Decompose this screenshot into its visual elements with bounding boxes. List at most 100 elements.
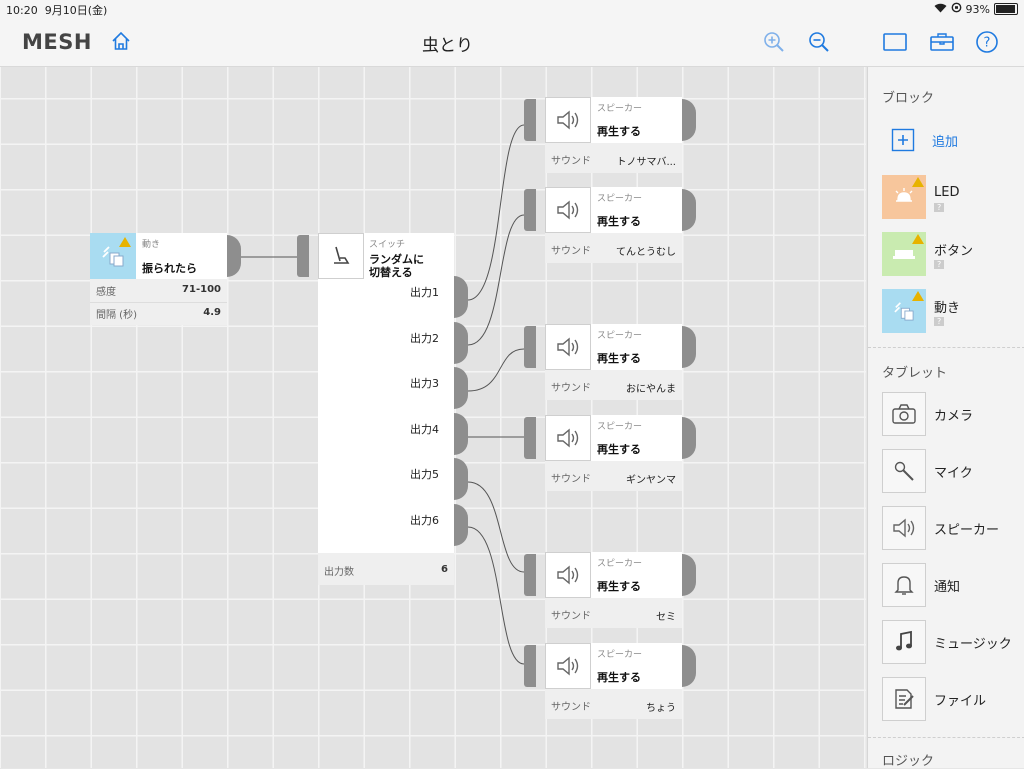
block-action: 再生する xyxy=(597,580,641,593)
sidebar-item-led[interactable]: LED ? xyxy=(882,175,959,219)
sidebar-item-speaker[interactable]: スピーカー xyxy=(882,506,999,550)
zoom-in-icon[interactable] xyxy=(762,30,786,58)
block-action: 再生する xyxy=(597,671,641,684)
panel-toggle-icon[interactable] xyxy=(882,31,908,57)
warning-icon xyxy=(912,234,924,244)
input-port[interactable] xyxy=(524,417,536,459)
divider xyxy=(868,347,1024,348)
recipe-canvas[interactable]: 動き 振られたら 感度 71-100 間隔 (秒) 4.9 スイッチ ランダムに… xyxy=(0,67,866,768)
switch-output-port-6[interactable] xyxy=(454,504,468,546)
svg-text:?: ? xyxy=(984,36,991,51)
plus-icon xyxy=(882,125,924,155)
input-port[interactable] xyxy=(524,554,536,596)
property-sensitivity[interactable]: 感度 71-100 xyxy=(90,279,227,303)
block-action: 再生する xyxy=(597,125,641,138)
battery-icon xyxy=(994,3,1018,15)
switch-output-port-4[interactable] xyxy=(454,413,468,455)
toolbox-icon[interactable] xyxy=(929,31,955,57)
file-icon xyxy=(882,677,926,721)
switch-output-label: 出力5 xyxy=(410,468,439,481)
property-sound[interactable]: サウンドおにやんま xyxy=(545,370,682,400)
navigation-bar: MESH 虫とり ? xyxy=(0,18,1024,67)
block-action-line1: ランダムに xyxy=(369,253,424,266)
sidebar-item-microphone[interactable]: マイク xyxy=(882,449,973,493)
switch-output-port-1[interactable] xyxy=(454,276,468,318)
property-sound[interactable]: サウンドセミ xyxy=(545,598,682,628)
sidebar-item-button[interactable]: ボタン ? xyxy=(882,232,973,276)
block-action: 再生する xyxy=(597,352,641,365)
block-palette: ブロック 追加 LED ? ボタン ? 動き ? タブレット カメラマイクスピー… xyxy=(867,67,1024,769)
sidebar-item-motion[interactable]: 動き ? xyxy=(882,289,960,333)
motion-icon xyxy=(882,289,926,333)
help-icon[interactable]: ? xyxy=(975,30,999,58)
battery-percent: 93% xyxy=(965,2,990,16)
warning-icon xyxy=(912,177,924,187)
property-interval[interactable]: 間隔 (秒) 4.9 xyxy=(90,303,227,325)
sidebar-item-bell[interactable]: 通知 xyxy=(882,563,960,607)
block-category: 動き xyxy=(142,240,161,250)
switch-output-port-3[interactable] xyxy=(454,367,468,409)
switch-output-label: 出力1 xyxy=(410,286,439,299)
page-title: 虫とり xyxy=(422,36,473,56)
output-port[interactable] xyxy=(682,326,696,368)
warning-icon xyxy=(912,291,924,301)
switch-output-label: 出力4 xyxy=(410,423,439,436)
warning-icon xyxy=(119,237,131,247)
block-category: スピーカー xyxy=(597,331,643,341)
camera-icon xyxy=(882,392,926,436)
block-category: スピーカー xyxy=(597,194,643,204)
input-port[interactable] xyxy=(524,189,536,231)
output-port[interactable] xyxy=(682,99,696,141)
switch-output-port-2[interactable] xyxy=(454,322,468,364)
speaker-icon xyxy=(545,552,591,598)
connection-wires xyxy=(240,124,525,665)
add-block-button[interactable]: 追加 xyxy=(882,125,958,155)
microphone-icon xyxy=(882,449,926,493)
home-icon[interactable] xyxy=(110,30,132,56)
input-port[interactable] xyxy=(524,645,536,687)
status-badge: ? xyxy=(934,260,945,269)
switch-icon xyxy=(318,233,364,279)
switch-output-port-5[interactable] xyxy=(454,458,468,500)
speaker-icon xyxy=(545,415,591,461)
sidebar-item-music[interactable]: ミュージック xyxy=(882,620,1012,664)
switch-output-label: 出力2 xyxy=(410,332,439,345)
rotation-lock-icon xyxy=(951,2,962,16)
sidebar-item-camera[interactable]: カメラ xyxy=(882,392,973,436)
status-indicators: 93% xyxy=(934,2,1018,16)
block-category: スピーカー xyxy=(597,559,643,569)
input-port[interactable] xyxy=(524,326,536,368)
switch-output-label: 出力3 xyxy=(410,377,439,390)
wifi-icon xyxy=(934,3,947,16)
property-output-count[interactable]: 出力数 6 xyxy=(318,553,454,585)
bell-icon xyxy=(882,563,926,607)
section-title-blocks: ブロック xyxy=(882,91,935,106)
led-icon xyxy=(882,175,926,219)
status-clock: 10:20 9月10日(金) xyxy=(6,4,108,17)
input-port[interactable] xyxy=(524,99,536,141)
speaker-icon xyxy=(545,643,591,689)
sidebar-item-file[interactable]: ファイル xyxy=(882,677,986,721)
status-bar: 10:20 9月10日(金) 93% xyxy=(0,0,1024,18)
block-category: スイッチ xyxy=(369,240,406,250)
output-port[interactable] xyxy=(682,645,696,687)
status-badge: ? xyxy=(934,317,945,326)
speaker-icon xyxy=(882,506,926,550)
property-sound[interactable]: サウンドギンヤンマ xyxy=(545,461,682,491)
input-port[interactable] xyxy=(297,235,309,277)
section-title-logic: ロジック xyxy=(882,754,935,769)
output-port[interactable] xyxy=(682,189,696,231)
block-action: 再生する xyxy=(597,215,641,228)
app-logo: MESH xyxy=(22,30,92,54)
property-sound[interactable]: サウンドトノサマバ... xyxy=(545,143,682,173)
output-port[interactable] xyxy=(682,554,696,596)
zoom-out-icon[interactable] xyxy=(807,30,831,58)
block-action: 再生する xyxy=(597,443,641,456)
output-port[interactable] xyxy=(227,235,241,277)
property-sound[interactable]: サウンドてんとうむし xyxy=(545,233,682,263)
section-title-tablet: タブレット xyxy=(882,366,948,381)
output-port[interactable] xyxy=(682,417,696,459)
property-sound[interactable]: サウンドちょう xyxy=(545,689,682,719)
speaker-icon xyxy=(545,97,591,143)
block-category: スピーカー xyxy=(597,650,643,660)
